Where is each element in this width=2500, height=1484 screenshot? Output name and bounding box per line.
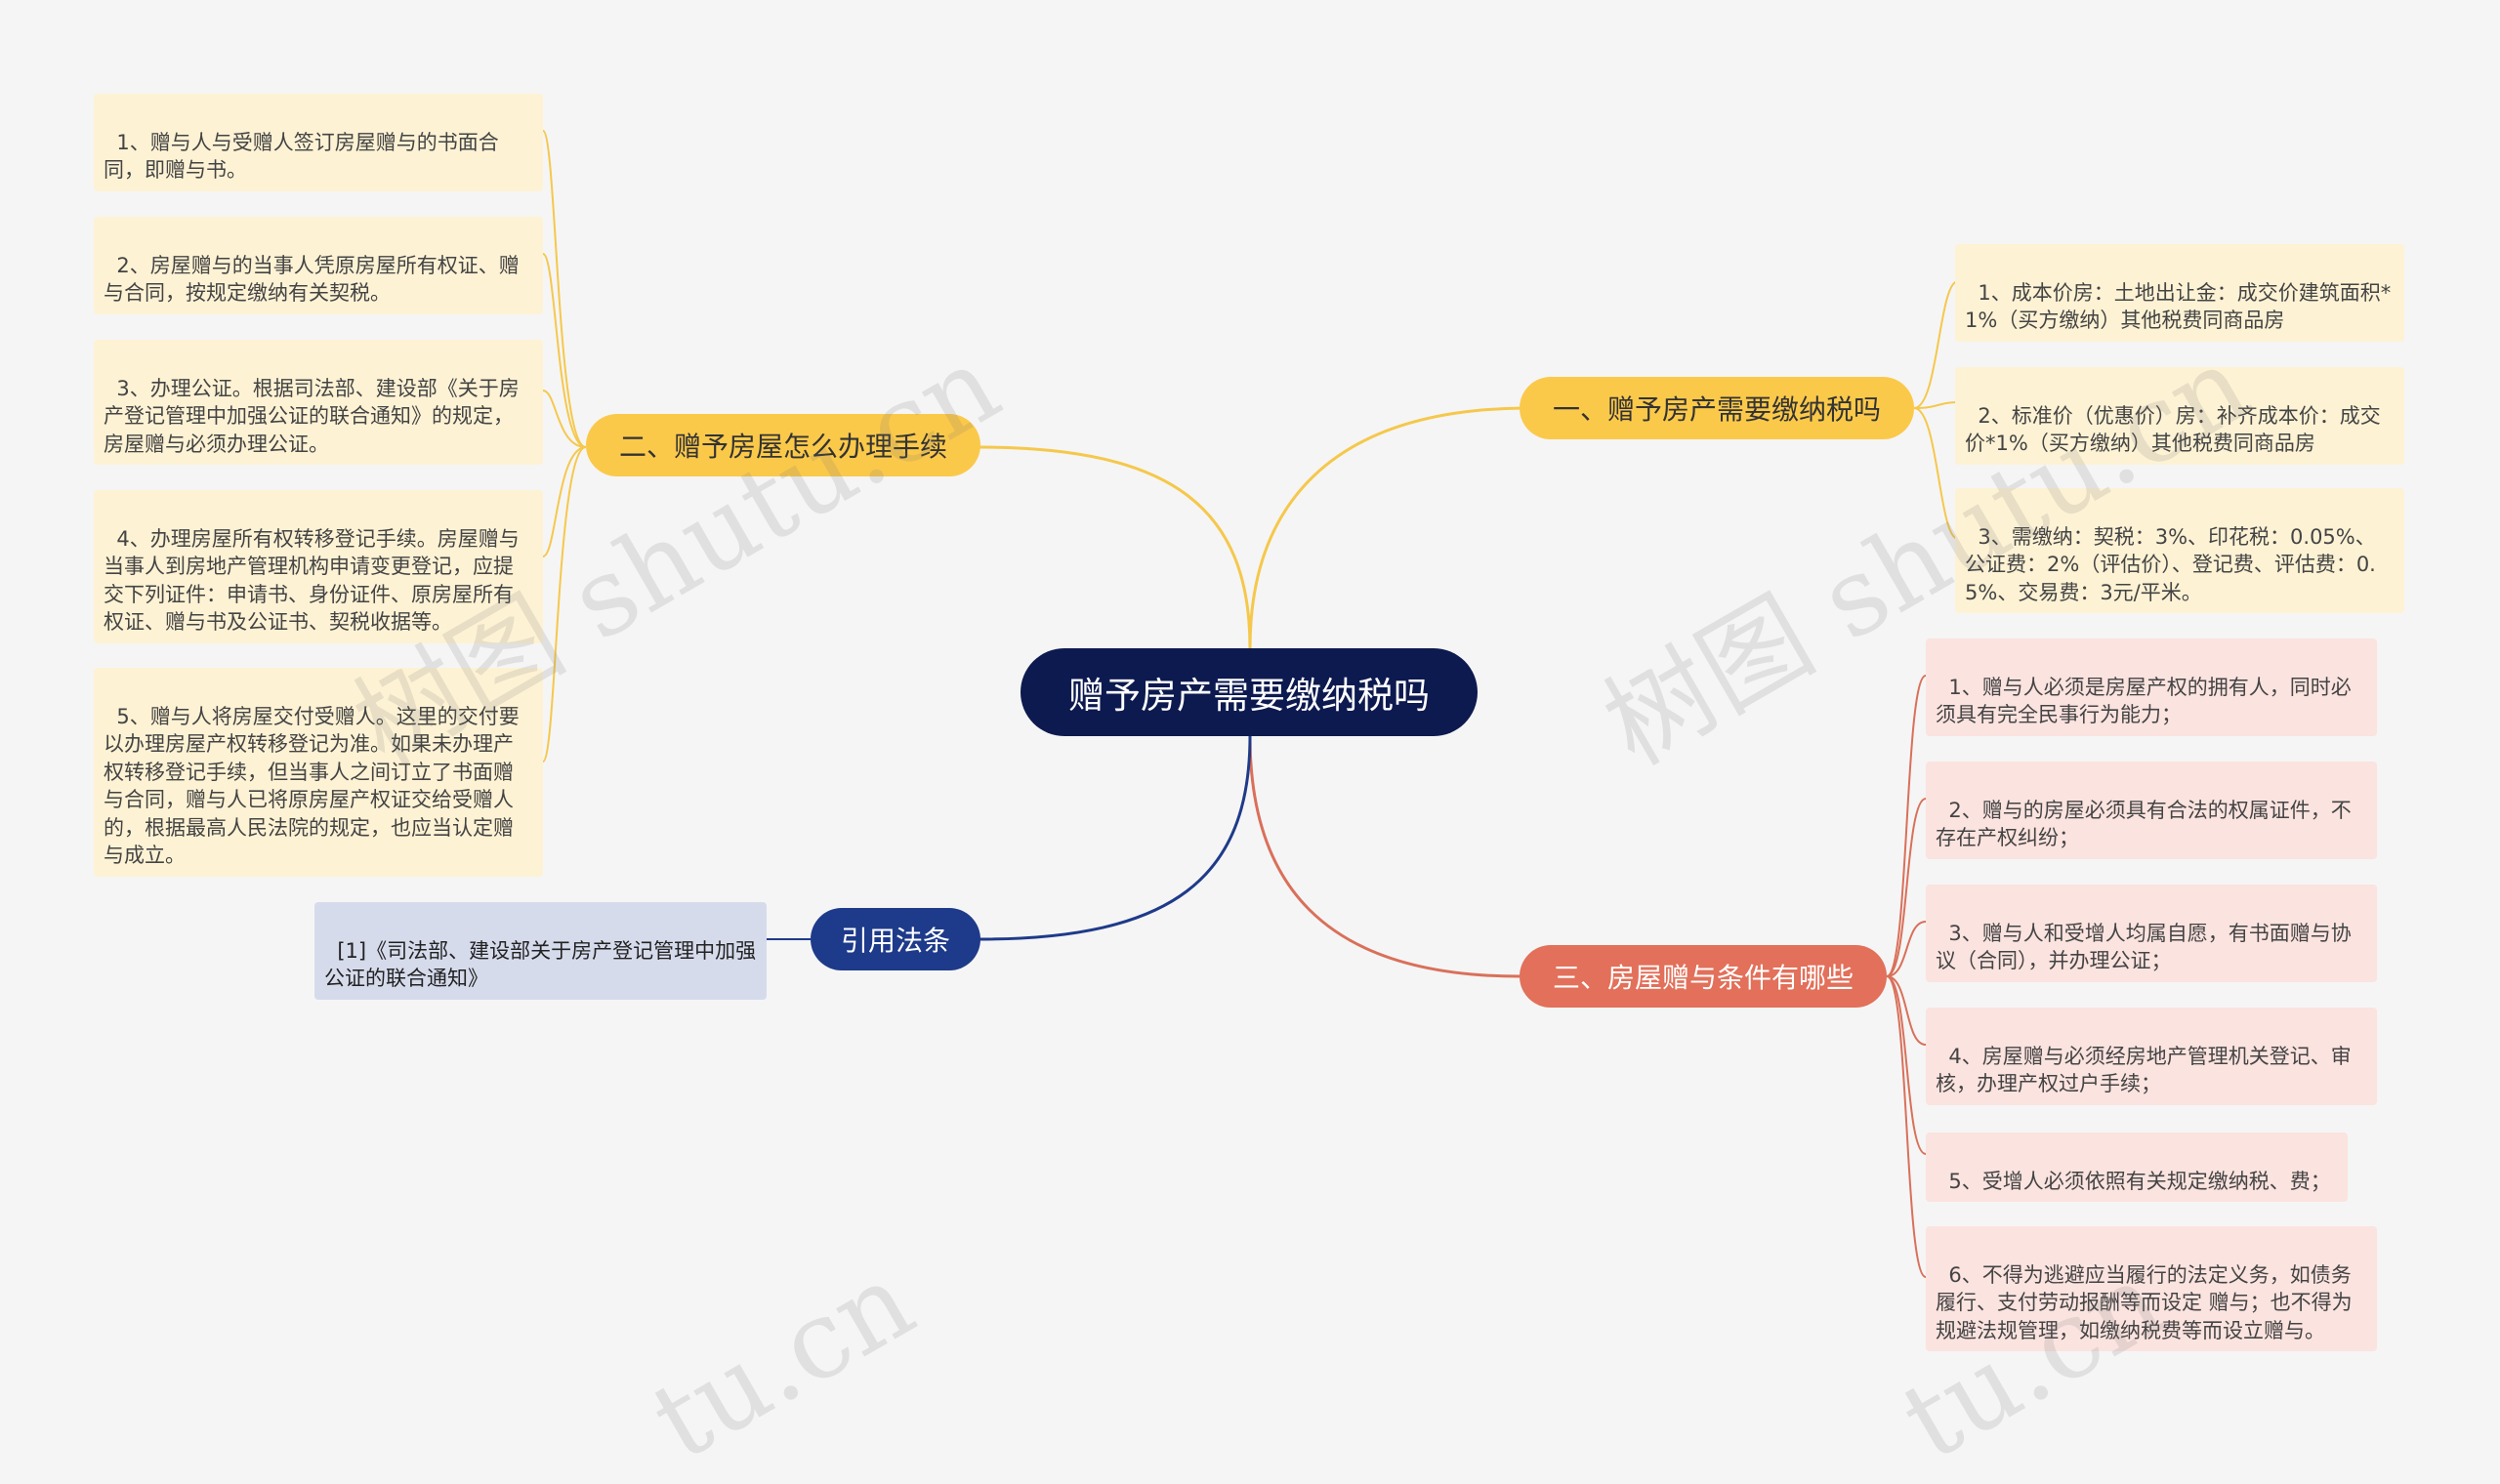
- law-item-1-text: [1]《司法部、建设部关于房产登记管理中加强公证的联合通知》: [324, 938, 757, 991]
- law-item-1[interactable]: [1]《司法部、建设部关于房产登记管理中加强公证的联合通知》: [314, 902, 767, 1000]
- connector-center-procedure: [979, 445, 1252, 649]
- connector-center-conditions: [1248, 735, 1521, 978]
- procedure-item-5[interactable]: 5、赠与人将房屋交付受赠人。这里的交付要以办理房屋产权转移登记为准。如果未办理产…: [94, 668, 543, 877]
- connector-cond-6: [1886, 975, 1927, 1278]
- connector-center-tax: [1248, 406, 1524, 649]
- procedure-item-3[interactable]: 3、办理公证。根据司法部、建设部《关于房产登记管理中加强公证的联合通知》的规定，…: [94, 340, 543, 465]
- branch-procedure[interactable]: 二、赠予房屋怎么办理手续: [586, 414, 980, 476]
- branch-conditions[interactable]: 三、房屋赠与条件有哪些: [1520, 945, 1887, 1008]
- connector-lines: [542, 130, 1959, 1278]
- connector-cond-2: [1886, 798, 1927, 977]
- branch-law-label: 引用法条: [840, 925, 950, 957]
- conditions-item-4[interactable]: 4、房屋赠与必须经房地产管理机关登记、审核，办理产权过户手续；: [1926, 1008, 2377, 1105]
- connector-cond-1: [1886, 675, 1927, 977]
- tax-item-1-text: 1、成本价房：土地出让金：成交价建筑面积*1%（买方缴纳）其他税费同商品房: [1965, 280, 2392, 333]
- tax-item-3[interactable]: 3、需缴纳：契税：3%、印花税：0.05%、公证费：2%（评估价）、登记费、评估…: [1955, 488, 2404, 613]
- conditions-item-1-text: 1、赠与人必须是房屋产权的拥有人，同时必须具有完全民事行为能力；: [1936, 675, 2352, 727]
- conditions-item-3-text: 3、赠与人和受增人均属自愿，有书面赠与协议（合同），并办理公证；: [1936, 921, 2352, 973]
- center-topic[interactable]: 赠予房产需要缴纳税吗: [1021, 648, 1478, 736]
- procedure-item-3-text: 3、办理公证。根据司法部、建设部《关于房产登记管理中加强公证的联合通知》的规定，…: [104, 376, 520, 456]
- connector-proc-2: [542, 253, 587, 448]
- center-topic-label: 赠予房产需要缴纳税吗: [1068, 675, 1430, 717]
- connector-proc-4: [542, 446, 587, 557]
- connector-cond-4: [1886, 975, 1927, 1046]
- connector-proc-5: [542, 446, 587, 763]
- conditions-item-6[interactable]: 6、不得为逃避应当履行的法定义务，如债务履行、支付劳动报酬等而设定 赠与；也不得…: [1926, 1226, 2377, 1351]
- tax-item-2-text: 2、标准价（优惠价）房：补齐成本价：成交价*1%（买方缴纳）其他税费同商品房: [1965, 403, 2381, 456]
- procedure-item-4-text: 4、办理房屋所有权转移登记手续。房屋赠与当事人到房地产管理机构申请变更登记，应提…: [104, 526, 520, 635]
- procedure-item-5-text: 5、赠与人将房屋交付受赠人。这里的交付要以办理房屋产权转移登记为准。如果未办理产…: [104, 704, 520, 868]
- tax-item-3-text: 3、需缴纳：契税：3%、印花税：0.05%、公证费：2%（评估价）、登记费、评估…: [1965, 524, 2376, 604]
- conditions-item-2-text: 2、赠与的房屋必须具有合法的权属证件，不存在产权纠纷；: [1936, 798, 2352, 850]
- branch-procedure-label: 二、赠予房屋怎么办理手续: [618, 431, 947, 463]
- tax-item-1[interactable]: 1、成本价房：土地出让金：成交价建筑面积*1%（买方缴纳）其他税费同商品房: [1955, 244, 2404, 342]
- connector-center-law: [979, 735, 1252, 941]
- branch-tax[interactable]: 一、赠予房产需要缴纳税吗: [1520, 377, 1914, 439]
- procedure-item-4[interactable]: 4、办理房屋所有权转移登记手续。房屋赠与当事人到房地产管理机构申请变更登记，应提…: [94, 490, 543, 643]
- branch-conditions-label: 三、房屋赠与条件有哪些: [1552, 962, 1854, 994]
- conditions-item-1[interactable]: 1、赠与人必须是房屋产权的拥有人，同时必须具有完全民事行为能力；: [1926, 639, 2377, 736]
- procedure-item-2-text: 2、房屋赠与的当事人凭原房屋所有权证、赠与合同，按规定缴纳有关契税。: [104, 253, 520, 306]
- conditions-item-5[interactable]: 5、受增人必须依照有关规定缴纳税、费；: [1926, 1133, 2348, 1202]
- connector-proc-1: [542, 130, 587, 448]
- conditions-item-2[interactable]: 2、赠与的房屋必须具有合法的权属证件，不存在产权纠纷；: [1926, 762, 2377, 859]
- branch-law[interactable]: 引用法条: [811, 908, 980, 970]
- procedure-item-1[interactable]: 1、赠与人与受赠人签订房屋赠与的书面合同，即赠与书。: [94, 94, 543, 191]
- branch-tax-label: 一、赠予房产需要缴纳税吗: [1552, 393, 1881, 426]
- connector-tax-1: [1913, 280, 1959, 409]
- procedure-item-2[interactable]: 2、房屋赠与的当事人凭原房屋所有权证、赠与合同，按规定缴纳有关契税。: [94, 217, 543, 314]
- conditions-item-5-text: 5、受增人必须依照有关规定缴纳税、费；: [1948, 1169, 2331, 1193]
- connector-cond-3: [1886, 921, 1927, 977]
- conditions-item-4-text: 4、房屋赠与必须经房地产管理机关登记、审核，办理产权过户手续；: [1936, 1044, 2352, 1096]
- tax-item-2[interactable]: 2、标准价（优惠价）房：补齐成本价：成交价*1%（买方缴纳）其他税费同商品房: [1955, 367, 2404, 465]
- procedure-item-1-text: 1、赠与人与受赠人签订房屋赠与的书面合同，即赠与书。: [104, 130, 499, 183]
- conditions-item-6-text: 6、不得为逃避应当履行的法定义务，如债务履行、支付劳动报酬等而设定 赠与；也不得…: [1936, 1262, 2353, 1342]
- conditions-item-3[interactable]: 3、赠与人和受增人均属自愿，有书面赠与协议（合同），并办理公证；: [1926, 885, 2377, 982]
- connector-tax-3: [1913, 407, 1959, 540]
- connector-tax-2: [1913, 401, 1959, 409]
- connector-proc-3: [542, 390, 587, 448]
- connector-cond-5: [1886, 975, 1927, 1155]
